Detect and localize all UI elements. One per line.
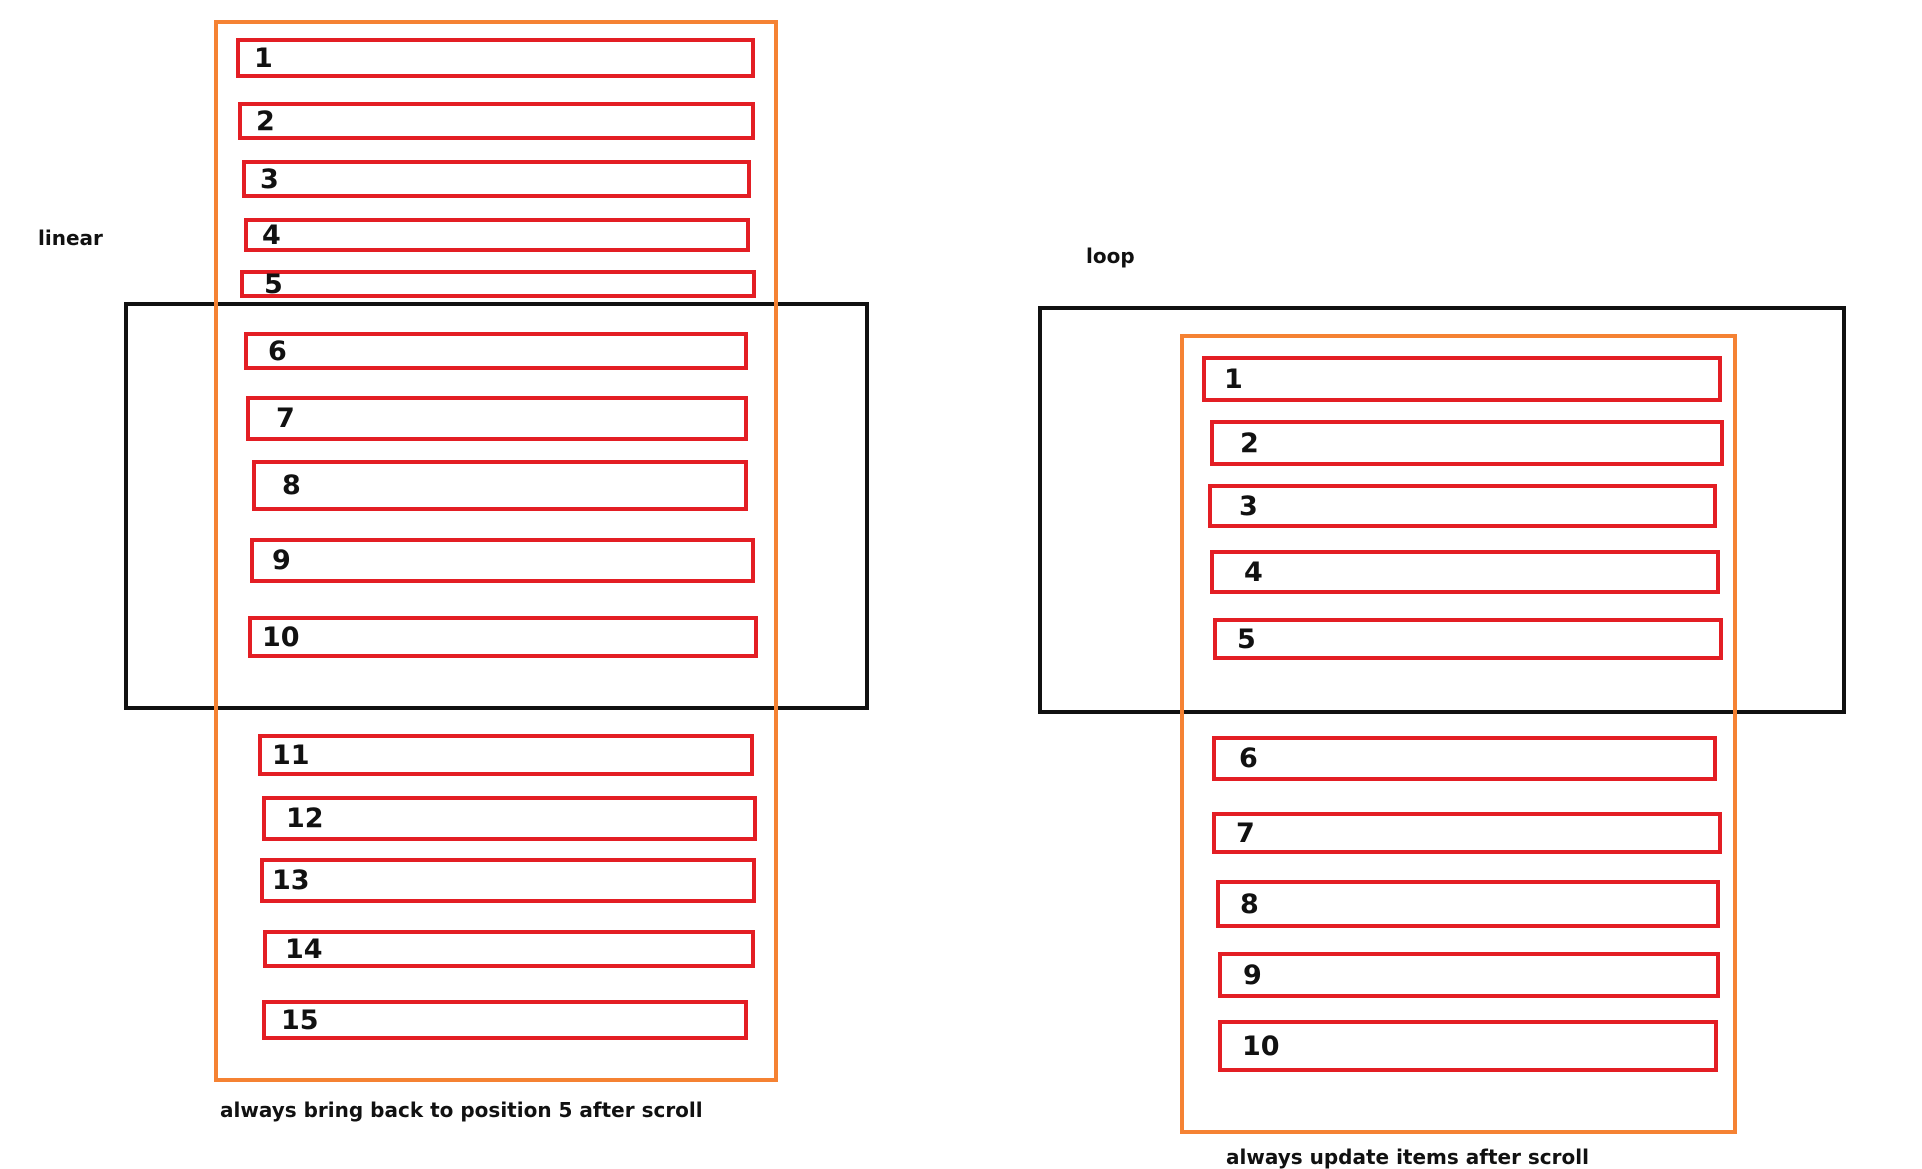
linear-title: linear	[38, 226, 103, 250]
loop-list-item: 5	[1213, 618, 1723, 660]
linear-list-item-label: 6	[268, 335, 287, 367]
loop-list-item: 4	[1210, 550, 1720, 594]
linear-list-frame	[214, 20, 778, 1082]
loop-list-item-label: 2	[1240, 427, 1259, 459]
linear-list-item-label: 9	[272, 545, 291, 576]
loop-list-item: 7	[1212, 812, 1722, 854]
linear-list-item: 14	[263, 930, 755, 968]
loop-list-item-label: 6	[1239, 743, 1258, 774]
linear-list-item-label: 13	[272, 865, 310, 896]
linear-list-item-label: 10	[262, 621, 300, 653]
linear-list-item-label: 14	[285, 933, 323, 965]
loop-list-item: 3	[1208, 484, 1717, 528]
loop-list-item: 2	[1210, 420, 1724, 466]
linear-list-item: 12	[262, 796, 757, 841]
linear-list-item: 8	[252, 460, 748, 511]
loop-list-item-label: 9	[1243, 959, 1262, 991]
loop-list-item-label: 7	[1236, 817, 1255, 849]
linear-list-item-label: 11	[272, 739, 310, 771]
loop-caption: always update items after scroll	[1226, 1145, 1589, 1169]
loop-list-item: 9	[1218, 952, 1720, 998]
linear-list-item-label: 8	[282, 470, 301, 501]
loop-list-item-label: 10	[1242, 1030, 1280, 1062]
loop-list-item-label: 8	[1240, 888, 1259, 920]
linear-list-item: 7	[246, 396, 748, 441]
linear-list-item-label: 15	[281, 1004, 319, 1036]
loop-list-item-label: 3	[1239, 490, 1258, 522]
linear-viewport-frame	[124, 302, 869, 710]
loop-list-item-label: 5	[1237, 623, 1256, 655]
loop-list-item: 10	[1218, 1020, 1718, 1072]
linear-caption: always bring back to position 5 after sc…	[220, 1098, 703, 1122]
linear-list-item-label: 3	[260, 163, 279, 195]
loop-list-item-label: 4	[1244, 556, 1263, 588]
linear-list-item: 10	[248, 616, 758, 658]
linear-list-item-label: 4	[262, 219, 281, 251]
linear-list-item: 1	[236, 38, 755, 78]
loop-list-item: 6	[1212, 736, 1717, 781]
linear-list-item: 6	[244, 332, 748, 370]
loop-list-item: 8	[1216, 880, 1720, 928]
linear-list-item: 13	[260, 858, 756, 903]
linear-list-item: 2	[238, 102, 755, 140]
linear-list-item-label: 7	[276, 403, 295, 434]
linear-list-item-label: 2	[256, 105, 275, 137]
linear-list-item: 5	[240, 270, 756, 298]
linear-list-item-label: 12	[286, 803, 324, 834]
linear-list-item: 4	[244, 218, 750, 252]
loop-list-frame	[1180, 334, 1737, 1134]
loop-list-item: 1	[1202, 356, 1722, 402]
linear-list-item: 9	[250, 538, 755, 583]
loop-list-item-label: 1	[1224, 363, 1243, 395]
linear-list-item-label: 1	[254, 42, 273, 74]
linear-list-item: 15	[262, 1000, 748, 1040]
loop-viewport-frame	[1038, 306, 1846, 714]
linear-list-item: 3	[242, 160, 751, 198]
linear-list-item: 11	[258, 734, 754, 776]
loop-title: loop	[1086, 244, 1135, 268]
linear-list-item-label: 5	[264, 268, 283, 300]
